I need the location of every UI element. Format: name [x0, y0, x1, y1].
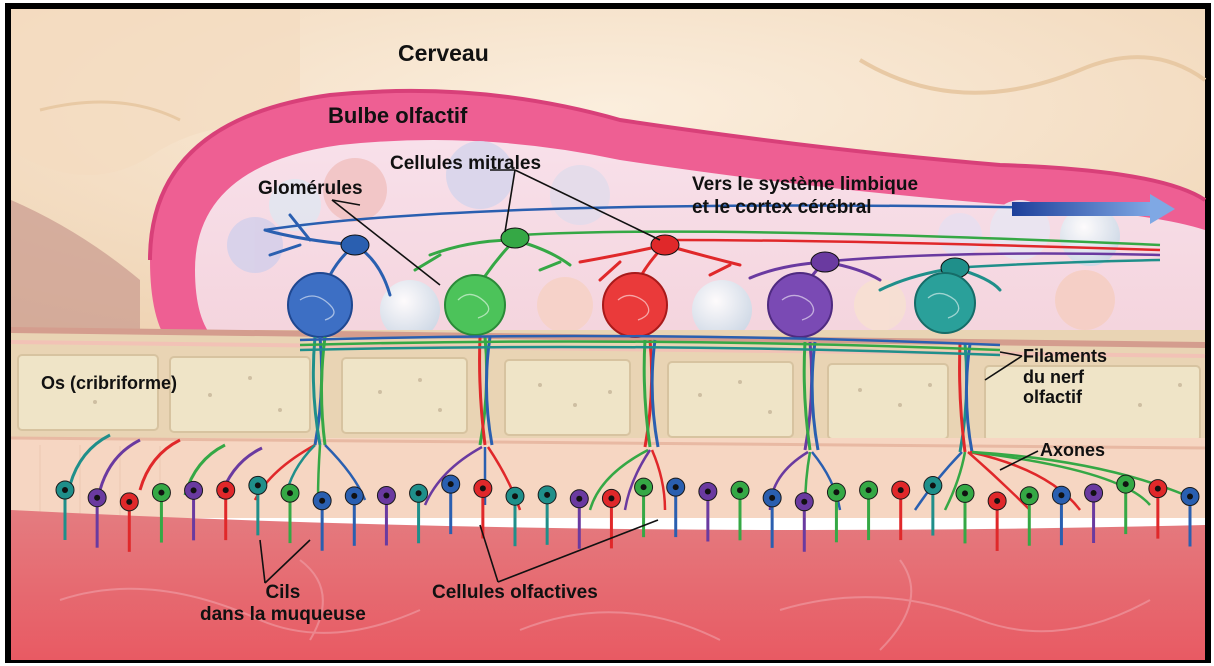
nasal-mucosa [11, 510, 1205, 660]
glomerulus-green [445, 275, 505, 335]
label-cellules-olfactives: Cellules olfactives [432, 582, 598, 604]
label-cellules-mitrales: Cellules mitrales [390, 153, 541, 175]
label-glomerules: Glomérules [258, 178, 363, 200]
label-cortex-cerebral: et le cortex cérébral [692, 197, 872, 219]
label-vers-systeme-limbique: Vers le système limbique [692, 174, 918, 196]
label-cils-muqueuse: Cils dans la muqueuse [200, 582, 366, 626]
label-os-cribriforme: Os (cribriforme) [41, 373, 177, 394]
glomerulus-purple [768, 273, 832, 337]
label-filaments-line2: du nerf [1023, 367, 1107, 388]
label-bulbe-olfactif: Bulbe olfactif [328, 103, 467, 128]
label-cils-line1: Cils [200, 582, 366, 604]
label-filaments-line1: Filaments [1023, 346, 1107, 367]
label-cils-line2: dans la muqueuse [200, 604, 366, 626]
glomerulus-red [603, 273, 667, 337]
arrow-shaft [1012, 202, 1152, 216]
label-filaments-nerf-olfactif: Filaments du nerf olfactif [1023, 346, 1107, 408]
label-cerveau: Cerveau [398, 40, 489, 66]
label-axones: Axones [1040, 440, 1105, 461]
glomerulus-blue [288, 273, 352, 337]
label-filaments-line3: olfactif [1023, 387, 1107, 408]
glomerulus-teal [915, 273, 975, 333]
